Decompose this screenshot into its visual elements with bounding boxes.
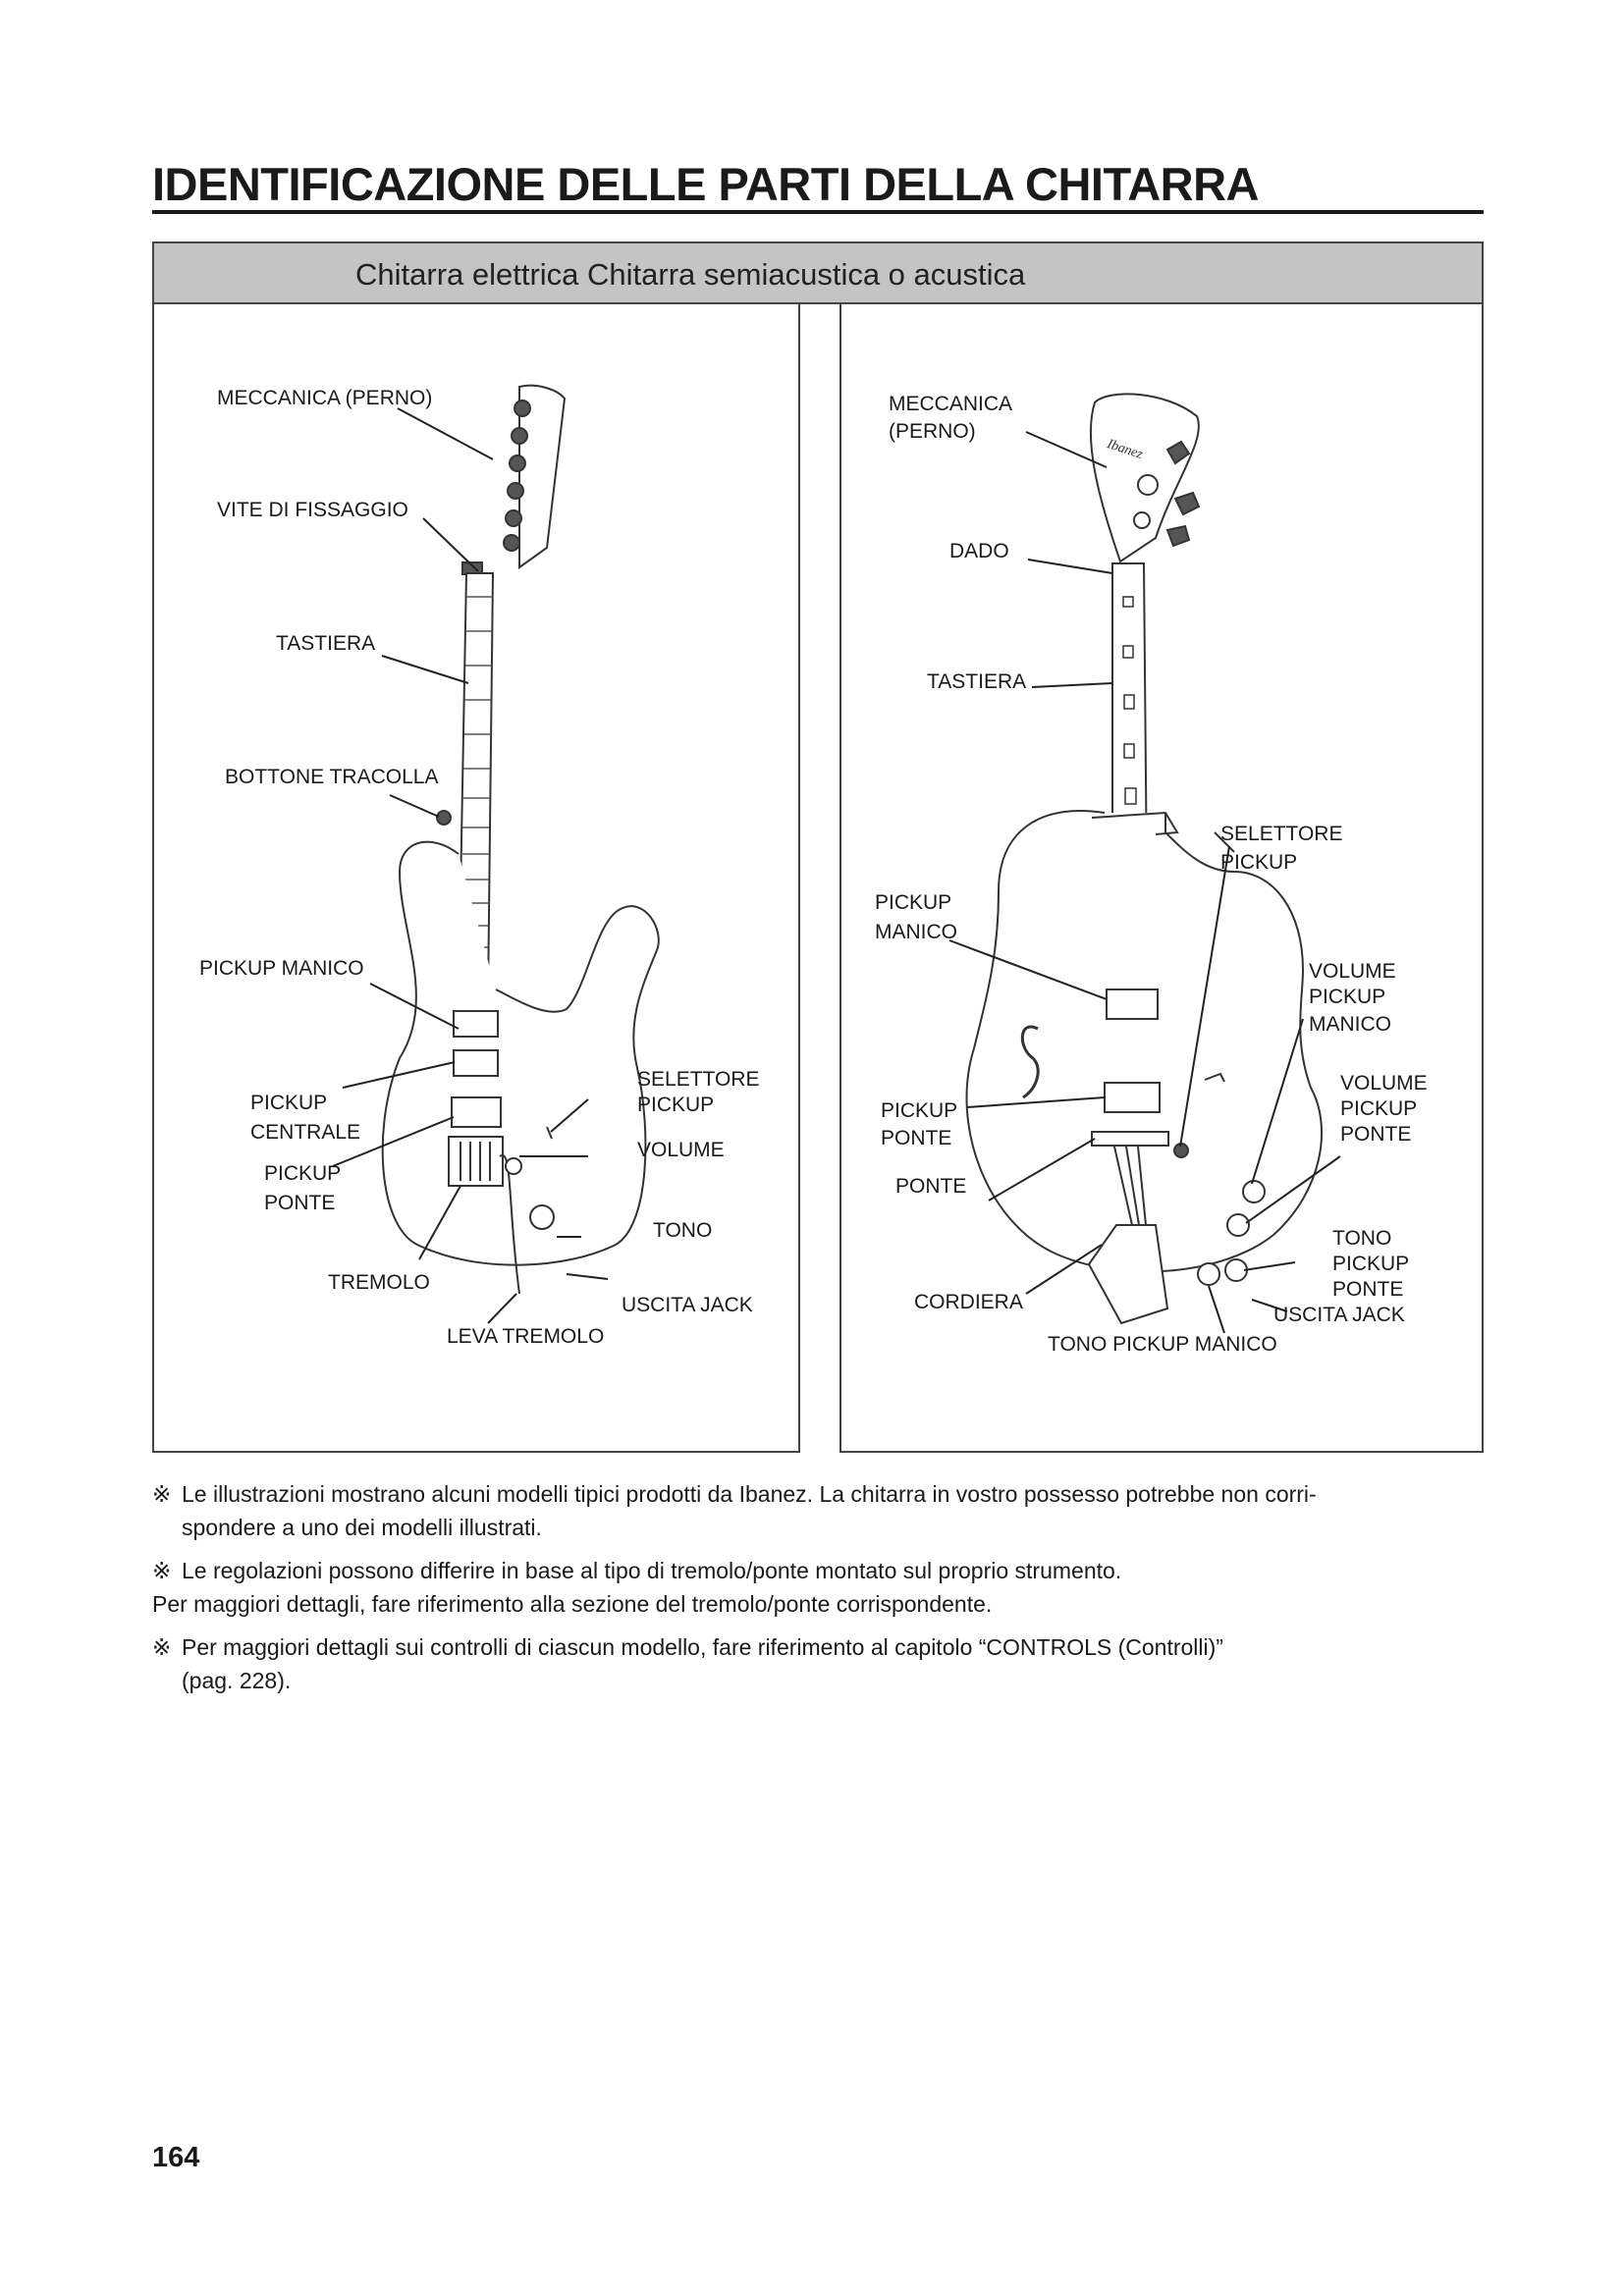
electric-label-tremolo: TREMOLO <box>328 1271 430 1294</box>
acoustic-guitar-panel: Ibanez <box>839 241 1484 1453</box>
acoustic-label-bridge-pickup-2: PONTE <box>881 1127 951 1149</box>
acoustic-label-selector: SELETTORE <box>1220 823 1342 845</box>
acoustic-body <box>965 810 1323 1273</box>
acoustic-label-neck-pickup: PICKUP <box>875 891 951 914</box>
acoustic-label-tuner: MECCANICA <box>889 393 1012 415</box>
acoustic-label-volume-neck-3: MANICO <box>1309 1013 1391 1036</box>
note-mark: ※ <box>152 1634 172 1660</box>
note-text: (pag. 228). <box>182 1668 292 1693</box>
title-underline <box>152 210 1484 214</box>
page-title: IDENTIFICAZIONE DELLE PARTI DELLA CHITAR… <box>152 158 1259 210</box>
acoustic-label-neck-pickup-2: MANICO <box>875 921 957 943</box>
acoustic-label-tailpiece: CORDIERA <box>914 1291 1023 1313</box>
acoustic-label-volume-neck: VOLUME <box>1309 960 1396 983</box>
acoustic-label-tuner-2: (PERNO) <box>889 420 976 443</box>
electric-body <box>381 840 660 1266</box>
acoustic-label-jack: USCITA JACK <box>1273 1304 1405 1326</box>
acoustic-label-fretboard: TASTIERA <box>927 670 1026 693</box>
note-mark: ※ <box>152 1481 172 1507</box>
acoustic-label-nut: DADO <box>949 540 1009 562</box>
note-text: Le regolazioni possono differire in base… <box>182 1558 1122 1583</box>
acoustic-guitar-diagram: Ibanez <box>875 393 1428 1356</box>
electric-label-middle-pickup: PICKUP <box>250 1092 327 1114</box>
electric-label-tuner: MECCANICA (PERNO) <box>217 387 432 409</box>
electric-label-tremolo-arm: LEVA TREMOLO <box>447 1325 604 1348</box>
electric-label-tone: TONO <box>653 1219 712 1242</box>
page-number: 164 <box>152 2142 200 2173</box>
acoustic-label-volume-neck-2: PICKUP <box>1309 986 1385 1008</box>
electric-label-fretboard: TASTIERA <box>276 632 375 655</box>
acoustic-label-tone-bridge-2: PICKUP <box>1332 1253 1409 1275</box>
notes-section: ※ Le illustrazioni mostrano alcuni modell… <box>152 1477 1484 1707</box>
electric-label-neck-pickup: PICKUP MANICO <box>199 957 364 980</box>
electric-label-volume: VOLUME <box>637 1139 725 1161</box>
electric-label-selector-2: PICKUP <box>637 1094 714 1116</box>
section-header-bar: Chitarra elettrica Chitarra semiacustica… <box>152 241 1484 304</box>
note-details: Per maggiori dettagli, fare riferimento … <box>152 1591 993 1617</box>
acoustic-label-tone-bridge-3: PONTE <box>1332 1278 1403 1301</box>
electric-label-lock-screw: VITE DI FISSAGGIO <box>217 499 408 521</box>
electric-label-middle-pickup-2: CENTRALE <box>250 1121 360 1144</box>
acoustic-label-volume-bridge-2: PICKUP <box>1340 1097 1417 1120</box>
electric-label-jack: USCITA JACK <box>622 1294 753 1316</box>
electric-label-strap-button: BOTTONE TRACOLLA <box>225 766 438 788</box>
note-adjustments: ※ Le regolazioni possono differire in bas… <box>152 1554 1484 1587</box>
electric-label-bridge-pickup: PICKUP <box>264 1162 341 1185</box>
section-header-text: Chitarra elettrica Chitarra semiacustica… <box>355 257 1026 292</box>
note-controls: ※ Per maggiori dettagli sui controlli di … <box>152 1630 1484 1697</box>
note-mark: ※ <box>152 1558 172 1583</box>
note-illustrations: ※ Le illustrazioni mostrano alcuni modell… <box>152 1477 1484 1544</box>
note-text: spondere a uno dei modelli illustrati. <box>182 1515 542 1540</box>
acoustic-label-volume-bridge: VOLUME <box>1340 1072 1428 1095</box>
acoustic-label-volume-bridge-3: PONTE <box>1340 1123 1411 1146</box>
acoustic-label-tone-neck: TONO PICKUP MANICO <box>1048 1333 1277 1356</box>
acoustic-label-selector-2: PICKUP <box>1220 851 1297 874</box>
electric-headstock <box>518 384 567 569</box>
acoustic-label-tone-bridge: TONO <box>1332 1227 1391 1250</box>
note-text: Le illustrazioni mostrano alcuni modelli… <box>182 1481 1317 1507</box>
electric-guitar-diagram: MECCANICA (PERNO) VITE DI FISSAGGIO TAST… <box>199 384 759 1348</box>
note-text: Per maggiori dettagli sui controlli di c… <box>182 1634 1223 1660</box>
acoustic-label-bridge: PONTE <box>895 1175 966 1198</box>
acoustic-label-bridge-pickup: PICKUP <box>881 1099 957 1122</box>
electric-label-bridge-pickup-2: PONTE <box>264 1192 335 1214</box>
electric-label-selector: SELETTORE <box>637 1068 759 1091</box>
electric-guitar-panel: MECCANICA (PERNO) VITE DI FISSAGGIO TAST… <box>152 241 800 1453</box>
